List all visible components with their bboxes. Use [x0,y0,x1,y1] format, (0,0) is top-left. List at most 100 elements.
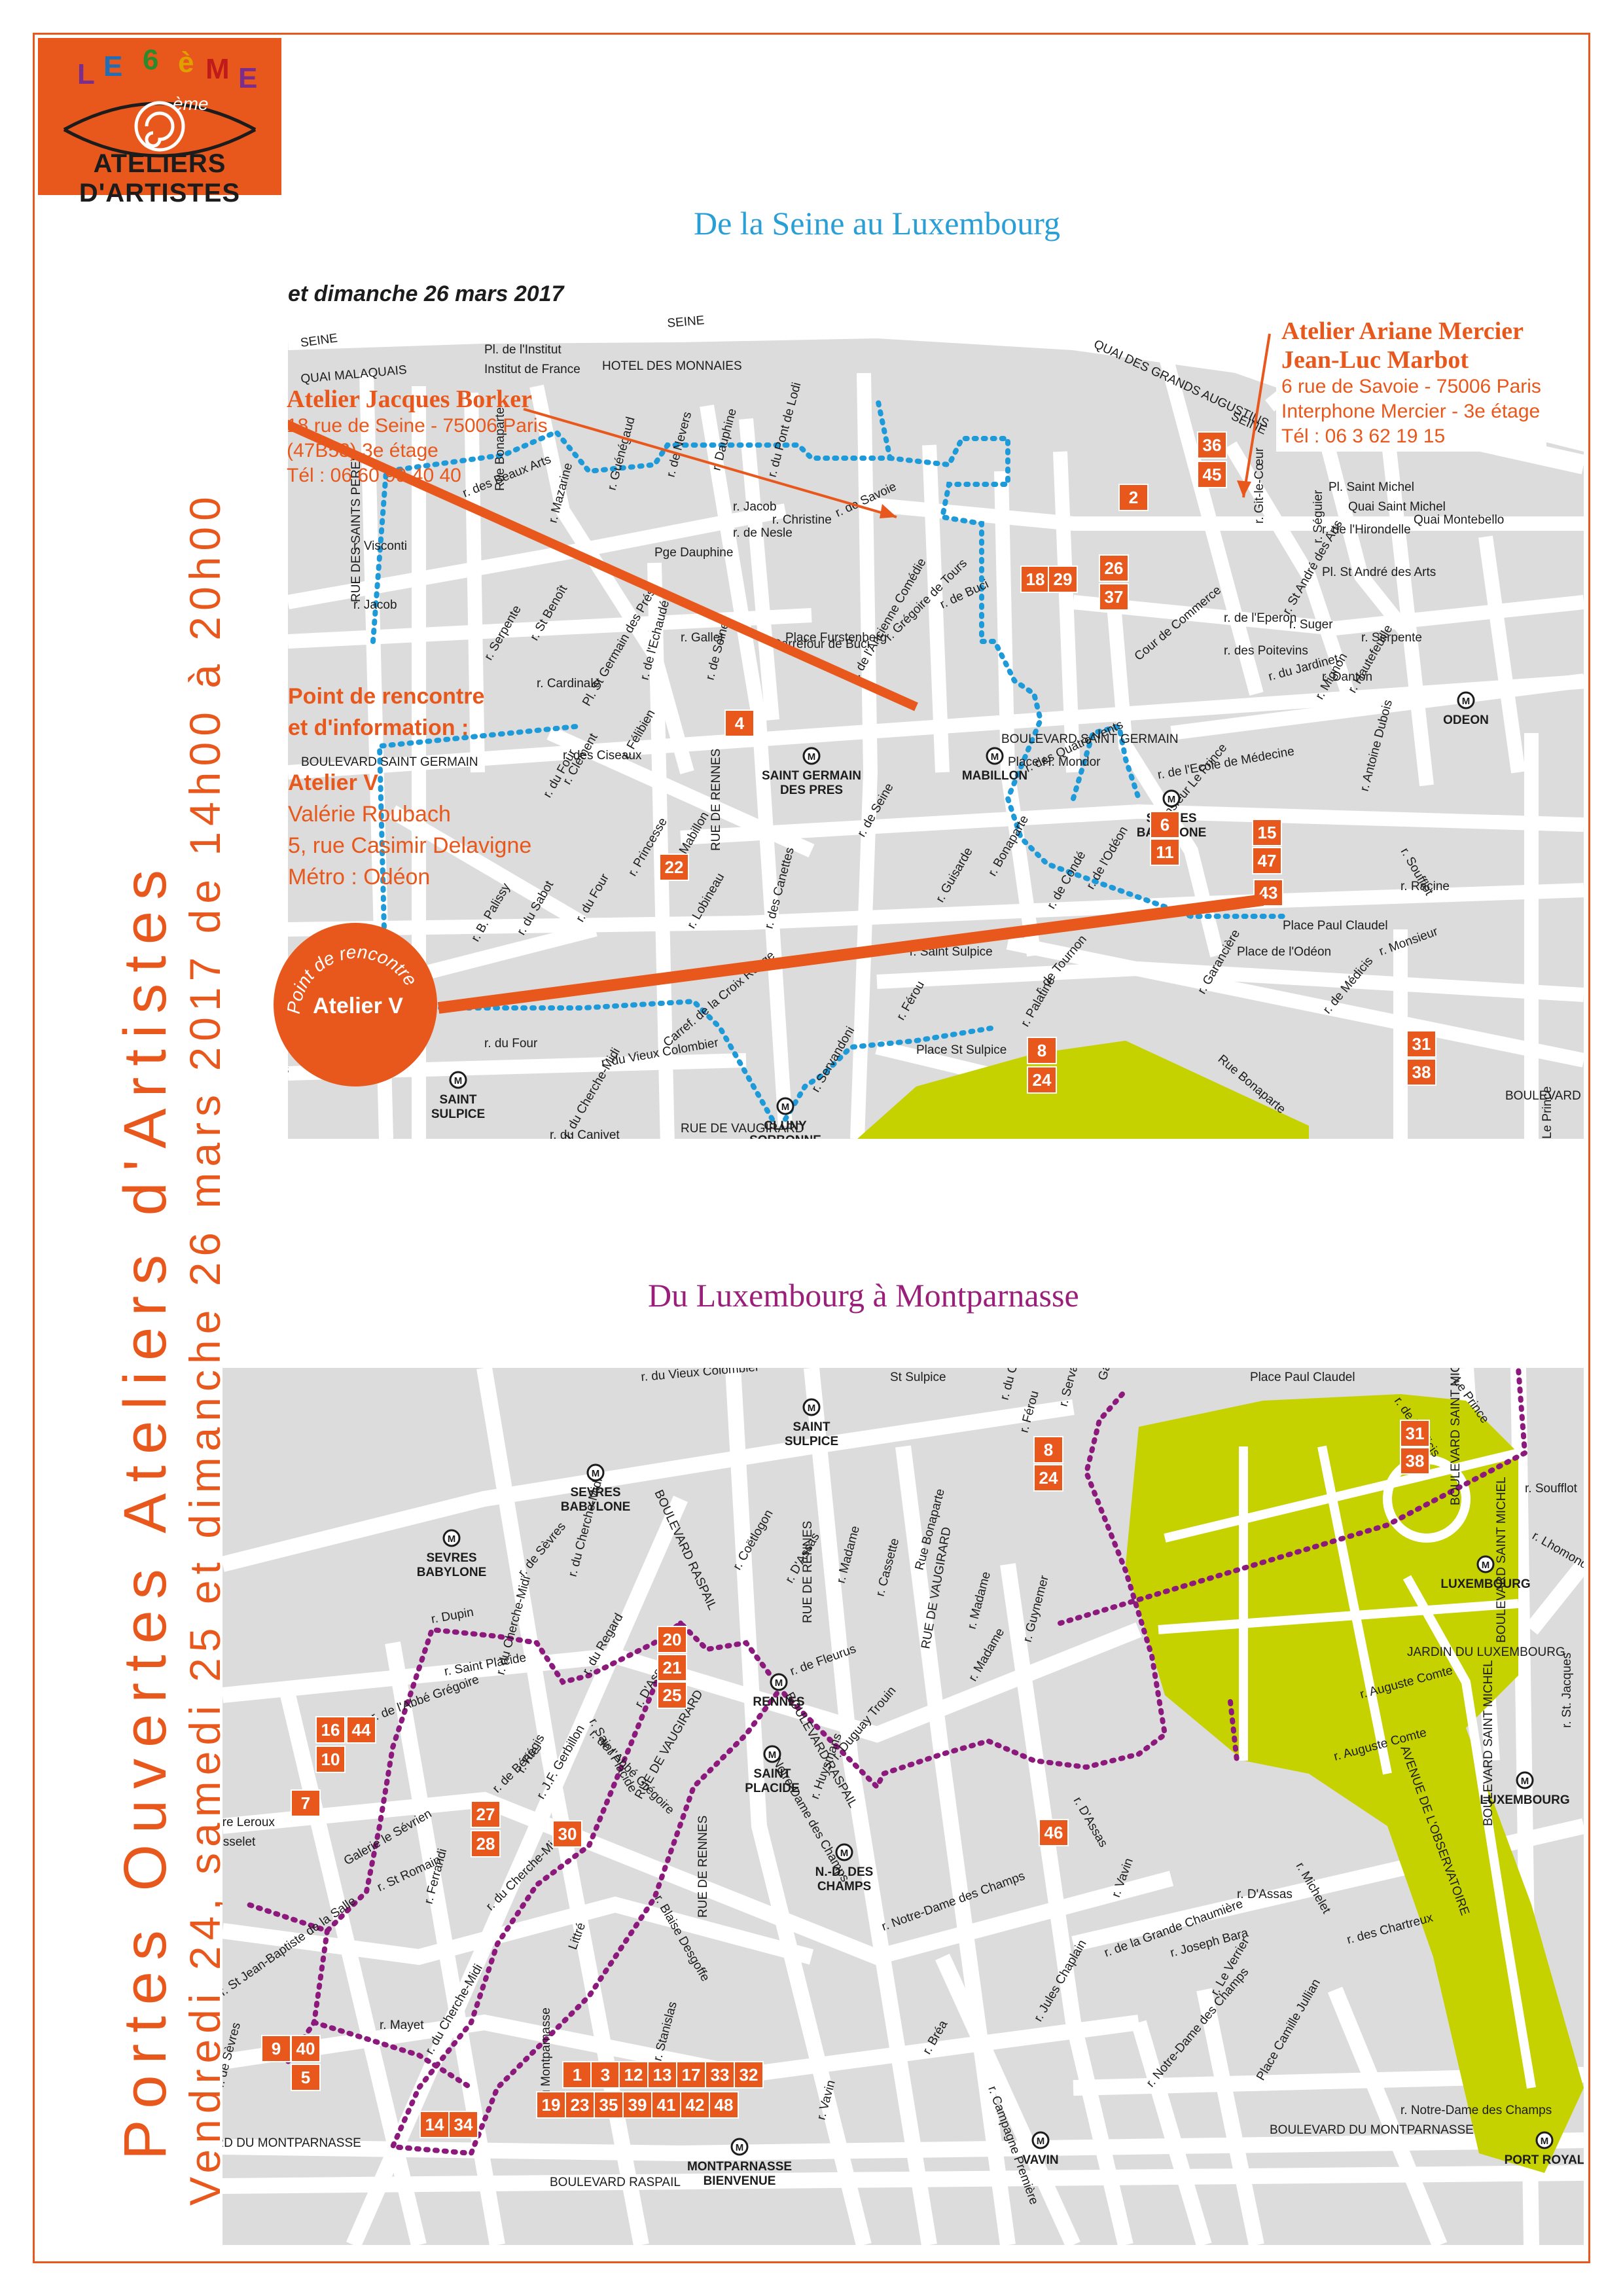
atelier-marker-number[interactable]: 44 [352,1720,371,1740]
atelier-marker[interactable] [315,1716,346,1744]
atelier-marker[interactable] [1252,819,1282,846]
atelier-marker[interactable] [1033,1464,1063,1492]
atelier-marker[interactable] [1099,554,1129,582]
atelier-marker-number[interactable]: 4 [735,713,745,733]
atelier-marker[interactable] [594,2091,624,2119]
atelier-marker[interactable] [1048,565,1078,593]
atelier-marker-number[interactable]: 34 [454,2115,473,2134]
atelier-marker-number[interactable]: 1 [573,2065,582,2085]
atelier-marker[interactable] [724,709,755,737]
atelier-marker-number[interactable]: 30 [558,1824,577,1844]
atelier-marker-number[interactable]: 38 [1412,1062,1431,1082]
atelier-marker[interactable] [680,2091,710,2119]
atelier-marker[interactable] [1118,484,1149,511]
atelier-marker[interactable] [552,1820,582,1848]
atelier-marker-number[interactable]: 29 [1054,569,1073,589]
atelier-marker-number[interactable]: 19 [542,2095,561,2115]
atelier-marker[interactable] [291,1789,321,1817]
atelier-marker-number[interactable]: 38 [1406,1451,1425,1471]
atelier-marker-number[interactable]: 17 [682,2065,701,2085]
atelier-marker[interactable] [1197,461,1227,488]
atelier-marker[interactable] [291,2035,321,2062]
atelier-marker-number[interactable]: 18 [1026,569,1045,589]
atelier-marker[interactable] [1406,1058,1436,1086]
atelier-marker[interactable] [1039,1819,1069,1846]
atelier-marker[interactable] [315,1746,346,1773]
atelier-marker-number[interactable]: 35 [599,2095,618,2115]
atelier-marker-number[interactable]: 22 [665,857,684,877]
atelier-marker[interactable] [676,2061,706,2089]
atelier-marker[interactable] [651,2091,681,2119]
atelier-marker[interactable] [659,853,689,881]
atelier-marker-number[interactable]: 31 [1406,1424,1425,1443]
atelier-marker-number[interactable]: 2 [1129,488,1138,507]
atelier-marker-number[interactable]: 13 [653,2065,672,2085]
atelier-marker-number[interactable]: 7 [301,1793,310,1813]
atelier-marker[interactable] [1033,1436,1063,1463]
atelier-marker-number[interactable]: 8 [1044,1440,1053,1460]
atelier-marker[interactable] [261,2035,291,2062]
atelier-marker-number[interactable]: 15 [1258,823,1277,842]
atelier-marker[interactable] [1027,1066,1057,1094]
atelier-marker-number[interactable]: 24 [1039,1468,1058,1488]
atelier-marker-number[interactable]: 6 [1160,815,1169,834]
atelier-marker[interactable] [1027,1037,1057,1064]
atelier-marker-number[interactable]: 20 [663,1630,682,1649]
atelier-marker-number[interactable]: 47 [1258,851,1277,870]
atelier-marker-number[interactable]: 21 [663,1658,682,1677]
atelier-marker-number[interactable]: 40 [296,2039,315,2058]
atelier-marker-number[interactable]: 23 [571,2095,590,2115]
atelier-marker[interactable] [1150,811,1180,838]
atelier-marker-number[interactable]: 39 [628,2095,647,2115]
atelier-marker[interactable] [705,2061,735,2089]
atelier-marker[interactable] [471,1801,501,1828]
atelier-marker[interactable] [536,2091,566,2119]
atelier-marker[interactable] [1099,583,1129,611]
atelier-marker[interactable] [346,1716,376,1744]
atelier-marker[interactable] [734,2061,764,2089]
atelier-marker-number[interactable]: 14 [425,2115,444,2134]
atelier-marker[interactable] [1197,431,1227,459]
atelier-marker[interactable] [291,2064,321,2091]
atelier-marker[interactable] [709,2091,739,2119]
atelier-marker-number[interactable]: 5 [301,2068,310,2087]
atelier-marker-number[interactable]: 26 [1105,558,1124,578]
atelier-marker-number[interactable]: 37 [1105,587,1124,607]
atelier-marker-number[interactable]: 11 [1156,842,1174,862]
atelier-marker-number[interactable]: 28 [476,1834,495,1854]
atelier-marker-number[interactable]: 27 [476,1804,495,1824]
atelier-marker[interactable] [1400,1447,1430,1475]
atelier-marker-number[interactable]: 42 [686,2095,705,2115]
atelier-marker[interactable] [657,1681,687,1709]
atelier-marker[interactable] [1406,1030,1436,1058]
logo-swirl-icon: L E 6 è M E ème [63,44,257,158]
atelier-marker-number[interactable]: 32 [740,2065,758,2085]
atelier-marker[interactable] [419,2111,450,2138]
atelier-marker-number[interactable]: 10 [321,1749,340,1769]
atelier-marker-number[interactable]: 25 [663,1685,682,1705]
atelier-marker-number[interactable]: 36 [1203,435,1222,455]
atelier-marker-number[interactable]: 45 [1203,465,1222,484]
atelier-marker-number[interactable]: 9 [272,2039,281,2058]
atelier-marker-number[interactable]: 24 [1033,1070,1052,1090]
atelier-marker[interactable] [657,1654,687,1681]
atelier-marker-number[interactable]: 12 [624,2065,643,2085]
atelier-marker-number[interactable]: 16 [321,1720,340,1740]
atelier-marker[interactable] [590,2061,620,2089]
atelier-marker-number[interactable]: 3 [601,2065,610,2085]
atelier-marker-number[interactable]: 31 [1412,1034,1431,1054]
atelier-marker-number[interactable]: 8 [1037,1041,1046,1060]
atelier-marker[interactable] [1252,847,1282,874]
atelier-marker-number[interactable]: 48 [715,2095,734,2115]
atelier-marker[interactable] [471,1830,501,1857]
atelier-marker-number[interactable]: 33 [711,2065,730,2085]
atelier-marker[interactable] [657,1626,687,1653]
atelier-marker[interactable] [647,2061,677,2089]
atelier-marker[interactable] [1150,838,1180,866]
atelier-marker[interactable] [448,2111,478,2138]
atelier-marker[interactable] [1020,565,1050,593]
atelier-marker-number[interactable]: 46 [1044,1823,1063,1842]
atelier-marker-number[interactable]: 41 [657,2095,676,2115]
atelier-marker[interactable] [1400,1420,1430,1447]
